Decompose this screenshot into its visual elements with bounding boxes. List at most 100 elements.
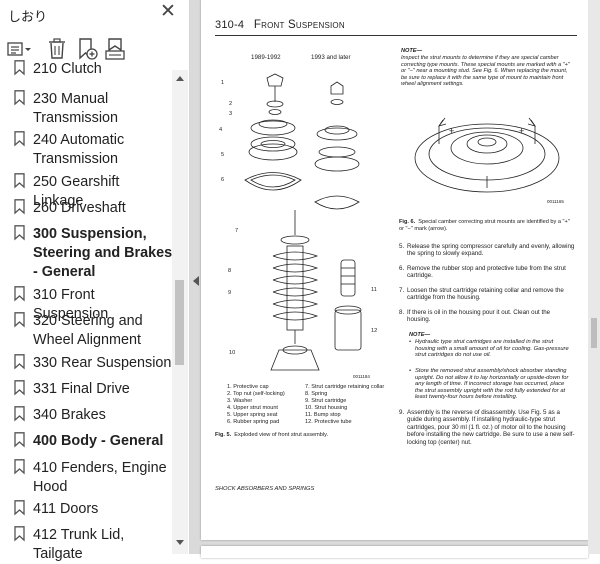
callout-11: 11 (371, 287, 377, 293)
document-scrollbar[interactable] (588, 0, 600, 554)
step-number: 6. (399, 265, 405, 272)
bookmark-item[interactable]: 260 Driveshaft (0, 199, 172, 218)
legend-item: 2. Top nut (self-locking) (227, 391, 285, 397)
legend-item: 8. Spring (305, 391, 328, 397)
bookmark-label: 310 Front Suspension (33, 287, 109, 322)
legend-item: 11. Bump stop (305, 412, 341, 418)
bookmark-icon (14, 199, 25, 215)
bookmark-icon (14, 90, 25, 106)
bookmark-item[interactable]: 410 Fenders, Engine Hood (0, 459, 172, 497)
bookmark-from-selection-icon[interactable] (102, 36, 128, 62)
options-menu-icon[interactable] (4, 36, 34, 62)
bookmark-item[interactable]: 400 Body - General (0, 432, 172, 451)
bullet-text: Hydraulic type strut cartridges are inst… (415, 339, 569, 359)
bookmark-item[interactable]: 210 Clutch (0, 60, 172, 81)
collapse-panel-arrow-icon[interactable] (193, 276, 199, 286)
document-scrollbar-thumb[interactable] (591, 318, 597, 348)
scrollbar-thumb[interactable] (175, 280, 184, 365)
bookmark-item[interactable]: 300 Suspension, Steering and Brakes - Ge… (0, 225, 172, 282)
bookmark-list: 210 Clutch 230 Manual Transmission 240 A… (0, 60, 172, 562)
fig5-caption-label: Fig. 5. (215, 432, 232, 438)
callout-12: 12 (371, 328, 378, 334)
bookmark-icon (14, 526, 25, 542)
bookmark-label: 411 Doors (33, 501, 99, 517)
bookmark-icon (14, 380, 25, 396)
bookmark-label: 400 Body - General (33, 433, 164, 449)
fig6-code: 0011165 (547, 199, 564, 204)
legend-item: 12. Protective tube (305, 419, 352, 425)
bookmark-icon (14, 173, 25, 189)
fig5-caption: Fig. 5. Exploded view of front strut ass… (215, 432, 395, 439)
scroll-down-arrow-icon[interactable] (176, 540, 184, 545)
next-document-page (201, 546, 588, 558)
callout-7: 7 (235, 228, 239, 234)
step-number: 7. (399, 287, 405, 294)
svg-text:+: + (519, 126, 524, 136)
fig6-caption-text: Special camber correcting strut mounts a… (399, 219, 570, 232)
fig5-legend-left: 1. Protective cap 2. Top nut (self-locki… (227, 384, 307, 426)
callout-10: 10 (229, 350, 236, 356)
note-title: NOTE— (401, 48, 423, 54)
bookmark-icon (14, 312, 25, 328)
bookmark-icon (14, 500, 25, 516)
legend-item: 6. Rubber spring pad (227, 419, 280, 425)
step-5: 5. Release the spring compressor careful… (399, 243, 575, 258)
note-text: Inspect the strut mounts to determine if… (401, 55, 570, 88)
step-text: Assembly is the reverse of disassembly. … (407, 409, 575, 446)
bookmark-label: 210 Clutch (33, 61, 102, 77)
bookmark-label: 412 Trunk Lid, Tailgate (33, 527, 125, 562)
bookmark-item[interactable]: 250 Gearshift Linkage (0, 173, 172, 209)
step-number: 5. (399, 243, 405, 250)
note-bullet: • Hydraulic type strut cartridges are in… (409, 339, 573, 367)
step-text: Remove the rubber stop and protective tu… (407, 265, 566, 280)
callout-5: 5 (221, 152, 225, 158)
delete-bookmark-icon[interactable] (44, 36, 70, 62)
bookmark-item[interactable]: 310 Front Suspension (0, 286, 172, 322)
document-page: 310-4 Front Suspension 1989-1992 1993 an… (201, 0, 588, 540)
note-bullet: • Store the removed strut assembly/shock… (409, 368, 573, 410)
bullets-title: NOTE— (409, 332, 431, 338)
bookmark-item[interactable]: 412 Trunk Lid, Tailgate (0, 526, 172, 562)
bookmark-item[interactable]: 320 Steering and Wheel Alignment (0, 312, 172, 350)
legend-item: 5. Upper spring seat (227, 412, 278, 418)
bookmark-label: 230 Manual Transmission (33, 91, 119, 126)
bookmark-item[interactable]: 230 Manual Transmission (0, 90, 172, 128)
fig5-code: 0011184 (353, 374, 370, 379)
bookmarks-toolbar (4, 36, 184, 62)
bookmark-scrollbar[interactable] (172, 70, 188, 554)
page-title: Front Suspension (253, 19, 345, 31)
legend-item: 1. Protective cap (227, 384, 269, 390)
legend-item: 9. Strut cartridge (305, 398, 347, 404)
fig5-legend-right: 7. Strut cartridge retaining collar 8. S… (305, 384, 395, 426)
fig5-caption-text: Exploded view of front strut assembly. (234, 432, 329, 438)
bookmark-icon (14, 131, 25, 147)
bookmark-item[interactable]: 331 Final Drive (0, 380, 172, 399)
callout-1: 1 (221, 80, 225, 86)
page-header: 310-4 Front Suspension (215, 19, 345, 31)
step-9: 9. Assembly is the reverse of disassembl… (399, 409, 575, 447)
scroll-up-arrow-icon[interactable] (176, 76, 184, 81)
bookmarks-panel: しおり ✕ (0, 0, 190, 562)
fig6-strut-mount-drawing: + + (414, 117, 560, 193)
step-text: If there is oil in the housing pour it o… (407, 309, 551, 324)
bookmark-icon (14, 432, 25, 448)
close-icon[interactable]: ✕ (160, 1, 176, 22)
bookmark-item[interactable]: 340 Brakes (0, 406, 172, 425)
fig5-label-left: 1989-1992 (251, 54, 281, 61)
bookmark-icon (14, 354, 25, 370)
bookmark-item[interactable]: 411 Doors (0, 500, 172, 519)
legend-item: 4. Upper strut mount (227, 405, 278, 411)
legend-item: 7. Strut cartridge retaining collar (305, 384, 385, 390)
bookmark-icon (14, 459, 25, 475)
bookmark-icon (14, 406, 25, 422)
fig6-caption: Fig. 6. Special camber correcting strut … (399, 219, 575, 233)
bookmark-item[interactable]: 240 Automatic Transmission (0, 131, 172, 169)
new-bookmark-icon[interactable] (74, 36, 100, 62)
bullet-icon: • (409, 368, 412, 374)
panel-title: しおり (8, 9, 48, 24)
svg-text:+: + (449, 126, 454, 136)
callout-8: 8 (228, 268, 232, 274)
page-footer: SHOCK ABSORBERS AND SPRINGS (215, 486, 315, 492)
bookmark-item[interactable]: 330 Rear Suspension (0, 354, 172, 373)
